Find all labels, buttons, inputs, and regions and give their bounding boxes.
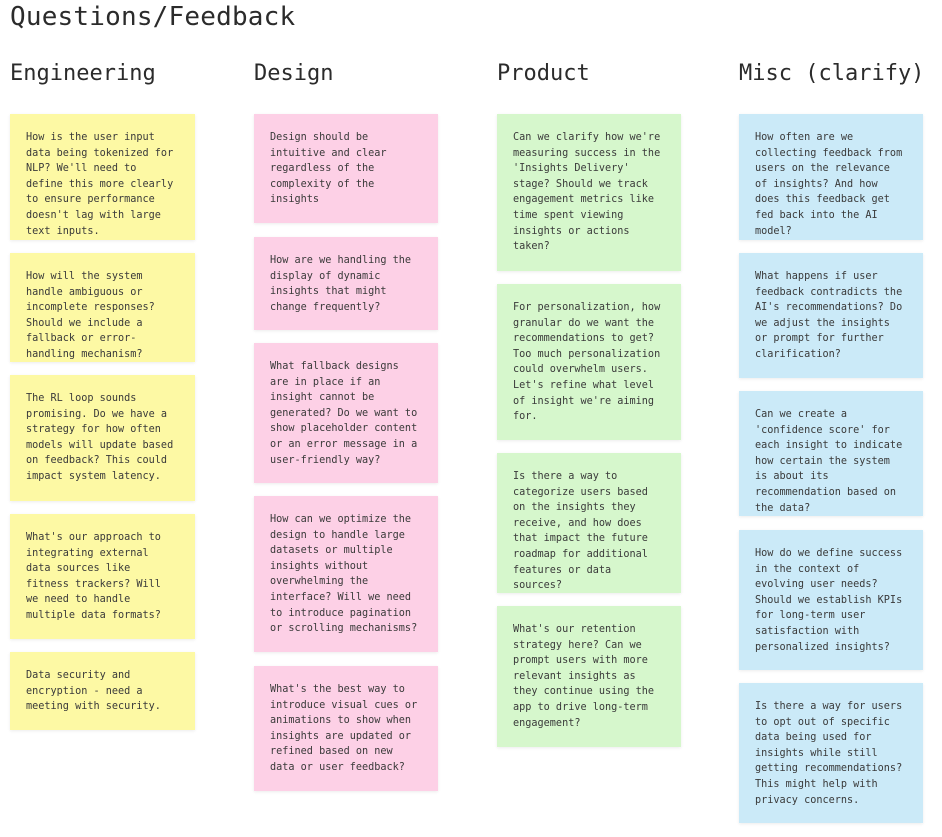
sticky-note-product-3[interactable]: Is there a way to categorize users based…	[497, 453, 681, 593]
board-title: Questions/Feedback	[10, 2, 296, 32]
sticky-note-misc-5[interactable]: Is there a way for users to opt out of s…	[739, 683, 923, 823]
sticky-note-engineering-3[interactable]: The RL loop sounds promising. Do we have…	[10, 375, 195, 501]
sticky-note-product-4[interactable]: What's our retention strategy here? Can …	[497, 606, 681, 747]
sticky-note-misc-4[interactable]: How do we define success in the context …	[739, 530, 923, 670]
column-heading-engineering: Engineering	[10, 61, 156, 86]
sticky-note-design-1[interactable]: Design should be intuitive and clear reg…	[254, 114, 438, 223]
sticky-note-design-3[interactable]: What fallback designs are in place if an…	[254, 343, 438, 483]
sticky-note-product-1[interactable]: Can we clarify how we're measuring succe…	[497, 114, 681, 271]
sticky-note-engineering-5[interactable]: Data security and encryption - need a me…	[10, 652, 195, 730]
sticky-note-engineering-4[interactable]: What's our approach to integrating exter…	[10, 514, 195, 639]
sticky-note-design-5[interactable]: What's the best way to introduce visual …	[254, 666, 438, 791]
sticky-note-design-4[interactable]: How can we optimize the design to handle…	[254, 496, 438, 652]
sticky-note-product-2[interactable]: For personalization, how granular do we …	[497, 284, 681, 440]
sticky-note-engineering-2[interactable]: How will the system handle ambiguous or …	[10, 253, 195, 362]
sticky-note-misc-2[interactable]: What happens if user feedback contradict…	[739, 253, 923, 378]
sticky-note-misc-3[interactable]: Can we create a 'confidence score' for e…	[739, 391, 923, 516]
sticky-note-design-2[interactable]: How are we handling the display of dynam…	[254, 237, 438, 330]
column-heading-misc: Misc (clarify)	[739, 61, 925, 86]
column-heading-design: Design	[254, 61, 334, 86]
column-heading-product: Product	[497, 61, 590, 86]
sticky-note-engineering-1[interactable]: How is the user input data being tokeniz…	[10, 114, 195, 240]
sticky-note-misc-1[interactable]: How often are we collecting feedback fro…	[739, 114, 923, 240]
